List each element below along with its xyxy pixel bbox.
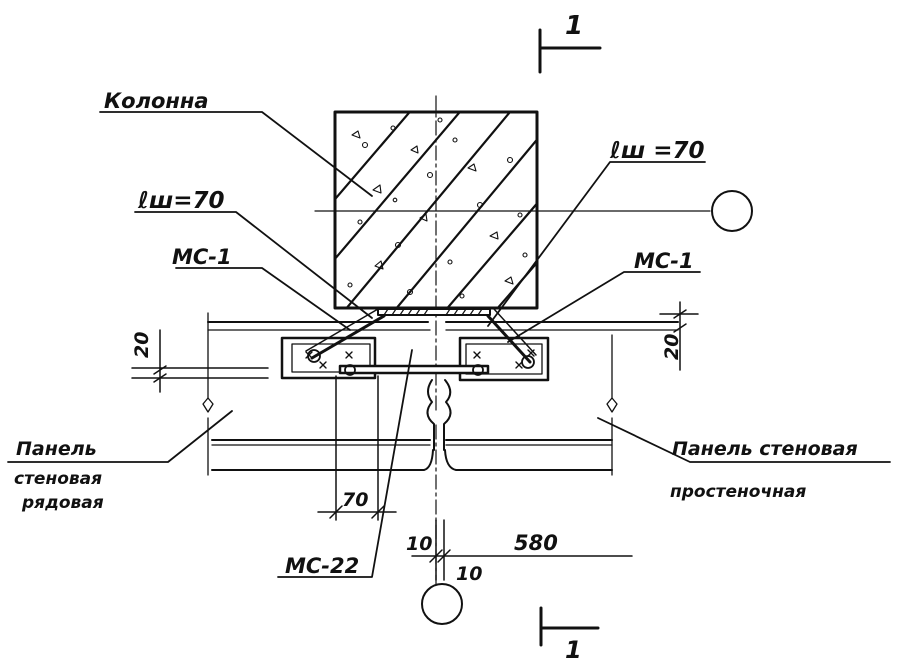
label-weld-left: ℓш=70	[137, 188, 225, 214]
label-mc22: МС-22	[285, 554, 359, 578]
leader-weld-left	[134, 211, 373, 319]
panel-joint-seal	[426, 379, 452, 451]
dim-10-left-text: 10	[406, 533, 432, 555]
axis-marker-right	[711, 190, 753, 232]
dim-20-right-text: 20	[661, 334, 683, 360]
dim-70-text: 70	[342, 489, 368, 511]
leader-lines	[7, 111, 891, 578]
label-panel-left-line3: рядовая	[21, 493, 104, 513]
leader-mc22	[277, 349, 413, 578]
dim-70	[317, 375, 397, 521]
dim-580	[411, 519, 633, 581]
anchor-mc1-right	[486, 308, 537, 369]
dim-10-right-text: 10	[456, 563, 482, 585]
column	[333, 110, 539, 316]
dim-20-left-text: 20	[131, 332, 153, 358]
leader-panel-left	[7, 410, 233, 463]
dim-20-left	[131, 329, 269, 393]
section-mark-bottom-number: 1	[565, 636, 582, 660]
leader-column	[99, 111, 373, 197]
anchor-mc1-left	[305, 308, 386, 363]
leader-panel-right	[597, 417, 891, 463]
leader-mc1-left	[175, 267, 351, 331]
label-weld-right: ℓш =70	[609, 138, 705, 164]
label-panel-right-line1: Панель стеновая	[672, 438, 858, 460]
leader-weld-right	[487, 161, 706, 327]
label-mc1-right: МС-1	[634, 249, 694, 273]
embedded-plate-hatch	[383, 308, 483, 316]
label-panel-left-line1: Панель	[16, 438, 97, 460]
wall-panel-left	[202, 312, 434, 476]
section-mark-top: 1	[538, 11, 602, 74]
wall-panel-right	[444, 321, 679, 476]
section-mark-bottom: 1	[539, 606, 600, 660]
leader-mc1-right	[507, 271, 701, 343]
section-mark-top-number: 1	[565, 11, 583, 41]
label-column: Колонна	[104, 89, 209, 113]
axis-marker-bottom	[421, 583, 463, 625]
connector-mc22	[338, 364, 490, 376]
dim-580-text: 580	[514, 531, 558, 555]
label-mc1-left: МС-1	[172, 245, 232, 269]
label-panel-right-line2: простеночная	[670, 482, 806, 502]
dim-20-right	[659, 301, 699, 371]
concrete-aggregate-pattern	[347, 117, 528, 299]
label-panel-left-line2: стеновая	[14, 469, 102, 489]
column-hatch	[335, 112, 537, 308]
